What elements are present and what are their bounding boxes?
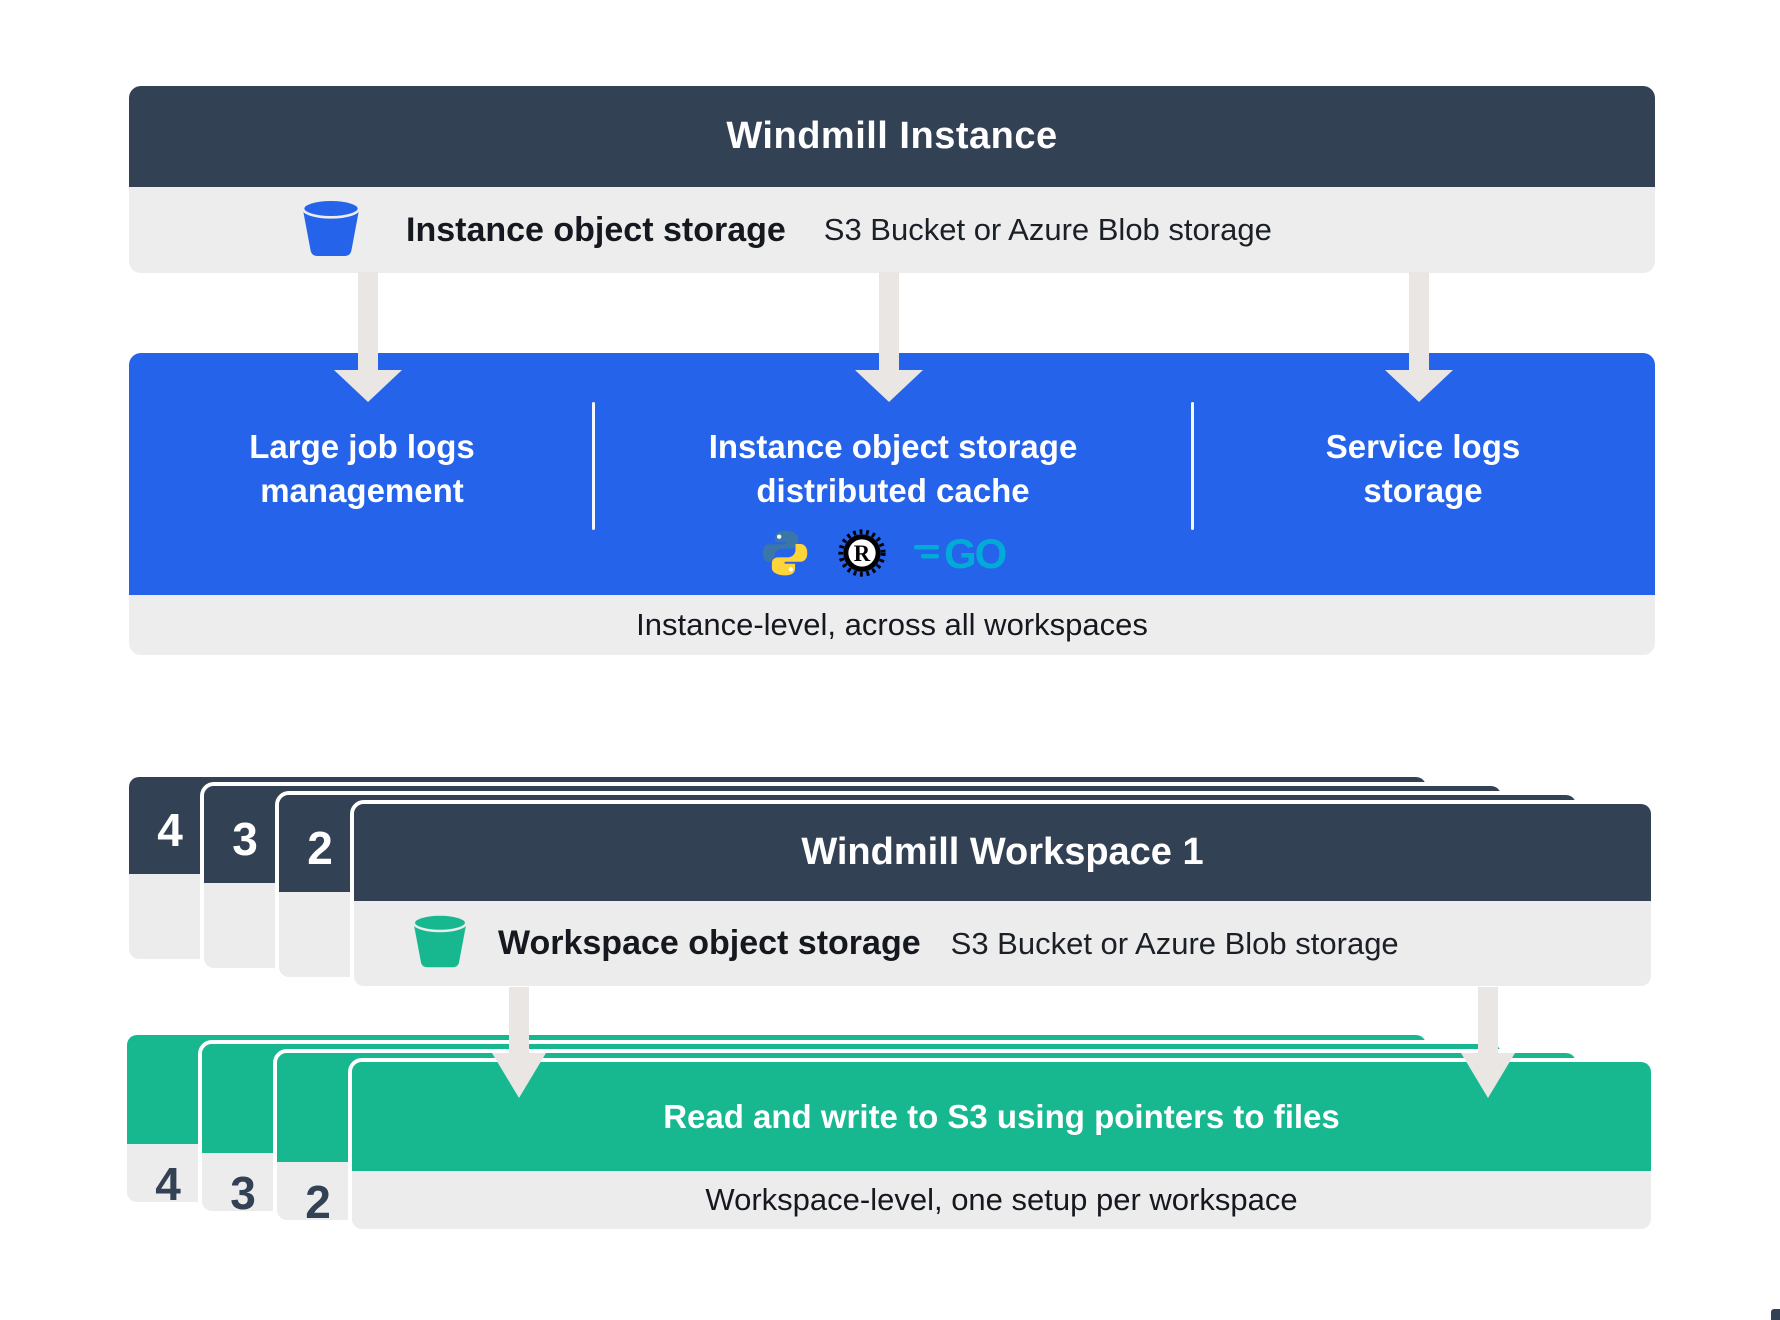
instance-card-header: Windmill Instance — [129, 86, 1655, 187]
column-divider — [592, 402, 595, 530]
workspace-storage-label: Workspace object storage — [498, 924, 921, 962]
bucket-icon — [411, 912, 469, 975]
workspace-title: Windmill Workspace 1 — [801, 831, 1204, 873]
workspace-number: 4 — [155, 1158, 181, 1206]
instance-storage-label: Instance object storage — [406, 210, 786, 249]
feature-service-logs: Service logs storage — [1191, 353, 1655, 595]
feature-large-job-logs: Large job logs management — [129, 353, 595, 595]
instance-storage-row: Instance object storage S3 Bucket or Azu… — [129, 187, 1655, 273]
language-logos: R GO — [760, 527, 1026, 584]
rust-icon: R — [836, 527, 888, 584]
workspace-storage-sublabel: S3 Bucket or Azure Blob storage — [950, 925, 1399, 961]
feature-label: Instance object storage distributed cach… — [708, 428, 1078, 509]
workspace-number: 4 — [157, 804, 183, 856]
workspace-card-1: Windmill Workspace 1 Workspace object st… — [350, 800, 1655, 990]
workspace-number: 3 — [230, 1167, 256, 1215]
workspace-scope-text: Workspace-level, one setup per workspace — [705, 1182, 1298, 1217]
workspace-s3-card-1: Read and write to S3 using pointers to f… — [348, 1058, 1655, 1233]
workspace-storage-row: Workspace object storage S3 Bucket or Az… — [354, 901, 1651, 986]
instance-features-card: Large job logs management Instance objec… — [129, 353, 1655, 655]
feature-label: Large job logs management — [249, 428, 475, 509]
instance-storage-sublabel: S3 Bucket or Azure Blob storage — [823, 212, 1272, 247]
column-divider — [1191, 402, 1194, 530]
bucket-icon — [300, 197, 362, 263]
svg-text:GO: GO — [944, 530, 1006, 576]
feature-label: Service logs storage — [1325, 428, 1521, 509]
go-icon: GO — [914, 530, 1026, 581]
workspace-number: 3 — [232, 813, 258, 865]
workspace-number: 2 — [307, 822, 333, 874]
instance-scope-text: Instance-level, across all workspaces — [636, 607, 1148, 642]
instance-features-panel: Large job logs management Instance objec… — [129, 353, 1655, 595]
instance-scope-footer: Instance-level, across all workspaces — [129, 595, 1655, 655]
feature-distributed-cache: Instance object storage distributed cach… — [595, 353, 1191, 595]
cropped-card-corner — [1771, 1309, 1780, 1320]
instance-title: Windmill Instance — [726, 115, 1058, 157]
s3-action-label: Read and write to S3 using pointers to f… — [663, 1097, 1340, 1135]
workspace-number: 2 — [305, 1176, 331, 1224]
python-icon — [760, 528, 810, 583]
svg-text:R: R — [854, 541, 871, 566]
